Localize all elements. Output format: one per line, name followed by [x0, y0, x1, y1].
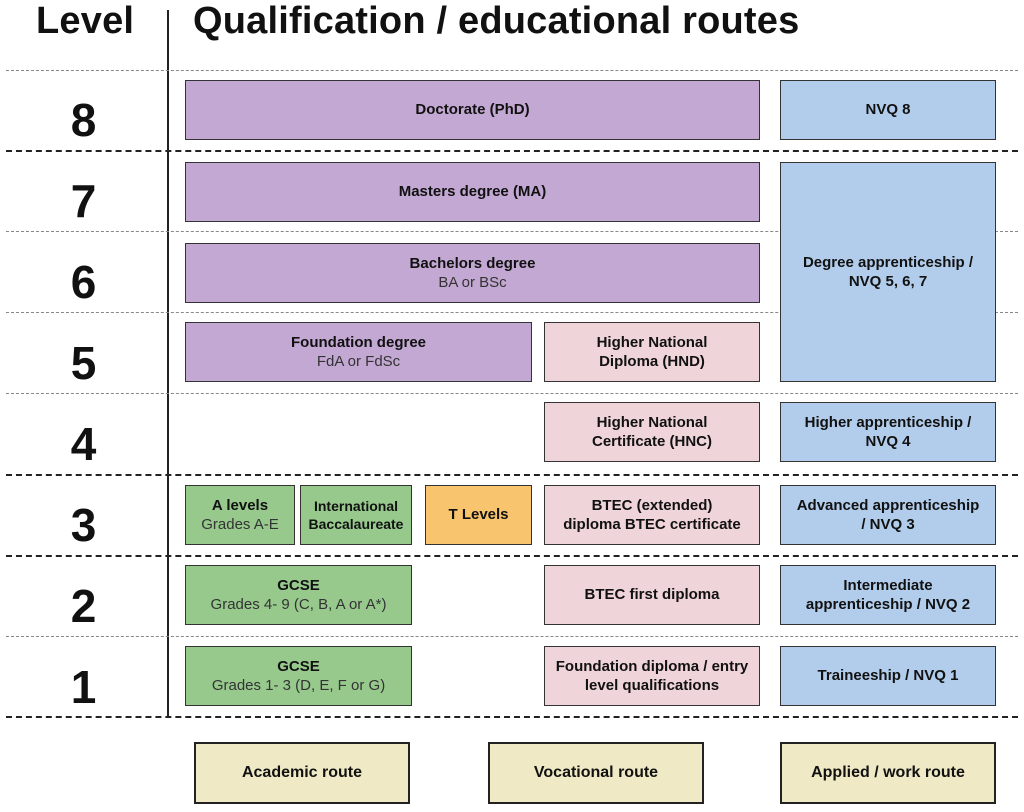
qualification-nvq8: NVQ 8 [780, 80, 996, 140]
qualification-foundation-diploma: Foundation diploma / entry level qualifi… [544, 646, 760, 706]
qualification-title: Higher National Diploma (HND) [596, 333, 708, 371]
qualification-btec-extended: BTEC (extended) diploma BTEC certificate [544, 485, 760, 545]
qualification-title: GCSE [277, 657, 320, 675]
qualification-hnd: Higher National Diploma (HND) [544, 322, 760, 382]
level-column-header: Level [36, 0, 135, 42]
qualification-hnc: Higher National Certificate (HNC) [544, 402, 760, 462]
qualification-subtitle: Grades A-E [201, 516, 279, 533]
qualification-subtitle: FdA or FdSc [316, 353, 401, 370]
qualification-traineeship: Traineeship / NVQ 1 [780, 646, 996, 706]
qualification-international-baccalaureate: International Baccalaureate [300, 485, 412, 545]
qualification-subtitle: Grades 4- 9 (C, B, A or A*) [210, 596, 387, 613]
route-label-applied: Applied / work route [780, 742, 996, 804]
level-number-2: 2 [70, 580, 97, 632]
level-column-divider [167, 10, 169, 716]
row-divider-4-3 [6, 474, 1018, 476]
qualification-title: Bachelors degree [409, 254, 536, 272]
qualification-t-levels: T Levels [425, 485, 532, 545]
level-number-3: 3 [70, 499, 97, 551]
qualification-title: Doctorate (PhD) [415, 101, 530, 119]
qualification-title: A levels [211, 496, 269, 514]
qualification-foundation-degree: Foundation degree FdA or FdSc [185, 322, 532, 382]
qualification-intermediate-apprenticeship: Intermediate apprenticeship / NVQ 2 [780, 565, 996, 625]
qualification-degree-apprenticeship: Degree apprenticeship / NVQ 5, 6, 7 [780, 162, 996, 382]
qualification-title: NVQ 8 [865, 101, 911, 119]
qualification-doctorate: Doctorate (PhD) [185, 80, 760, 140]
level-number-7: 7 [70, 175, 97, 227]
qualification-title: BTEC (extended) diploma BTEC certificate [563, 496, 741, 534]
page-title: Qualification / educational routes [193, 0, 800, 42]
qualification-title: Foundation diploma / entry level qualifi… [555, 657, 749, 695]
qualification-higher-apprenticeship: Higher apprenticeship / NVQ 4 [780, 402, 996, 462]
qualification-a-levels: A levels Grades A-E [185, 485, 295, 545]
qualification-title: Masters degree (MA) [398, 183, 547, 201]
level-number-4: 4 [70, 418, 97, 470]
qualification-btec-first: BTEC first diploma [544, 565, 760, 625]
qualification-gcse-higher-grades: GCSE Grades 4- 9 (C, B, A or A*) [185, 565, 412, 625]
qualification-gcse-lower-grades: GCSE Grades 1- 3 (D, E, F or G) [185, 646, 412, 706]
qualification-subtitle: Grades 1- 3 (D, E, F or G) [211, 677, 386, 694]
qualification-title: Advanced apprenticeship / NVQ 3 [796, 496, 980, 534]
qualification-subtitle: BA or BSc [438, 274, 507, 291]
route-label-vocational: Vocational route [488, 742, 704, 804]
qualification-bachelors: Bachelors degree BA or BSc [185, 243, 760, 303]
qualification-title: Higher apprenticeship / NVQ 4 [804, 413, 972, 451]
qualification-title: BTEC first diploma [584, 586, 720, 604]
qualification-title: Higher National Certificate (HNC) [591, 413, 712, 451]
row-divider-5-4 [6, 393, 1018, 394]
qualification-title: Traineeship / NVQ 1 [817, 667, 959, 685]
qualification-title: Foundation degree [291, 333, 426, 351]
qualification-masters: Masters degree (MA) [185, 162, 760, 222]
level-number-5: 5 [70, 337, 97, 389]
row-divider-8-7 [6, 150, 1018, 152]
row-divider-2-1 [6, 636, 1018, 637]
level-number-8: 8 [70, 94, 97, 146]
qualification-title: T Levels [448, 506, 509, 524]
row-divider-top [6, 70, 1018, 71]
row-divider-6-5 [6, 312, 1018, 313]
level-number-1: 1 [70, 661, 97, 713]
route-label-academic: Academic route [194, 742, 410, 804]
qualification-advanced-apprenticeship: Advanced apprenticeship / NVQ 3 [780, 485, 996, 545]
qualification-title: International Baccalaureate [308, 497, 404, 532]
row-divider-7-6 [6, 231, 1018, 232]
qualification-title: Intermediate apprenticeship / NVQ 2 [805, 576, 971, 614]
qualification-title: GCSE [277, 576, 320, 594]
level-number-6: 6 [70, 256, 97, 308]
row-divider-3-2 [6, 555, 1018, 557]
qualification-title: Degree apprenticeship / NVQ 5, 6, 7 [802, 253, 974, 291]
row-divider-bottom [6, 716, 1018, 718]
